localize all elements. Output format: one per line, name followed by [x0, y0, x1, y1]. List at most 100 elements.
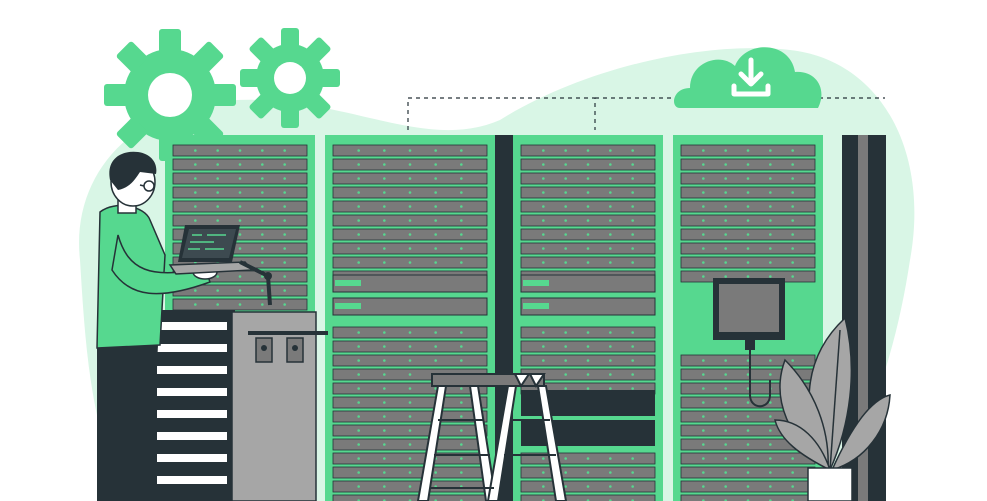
rack-led — [564, 345, 567, 348]
rack-led — [564, 485, 567, 488]
rack-led — [383, 331, 386, 334]
rack-led — [631, 205, 634, 208]
rack-led — [383, 163, 386, 166]
rack-led — [434, 331, 437, 334]
rack-led — [609, 387, 612, 390]
rack-led — [408, 429, 412, 432]
rack-led — [194, 205, 197, 208]
rack-led — [238, 177, 242, 180]
rack-led — [408, 401, 412, 404]
rack-led — [609, 345, 612, 348]
ladder — [416, 373, 568, 501]
rack-led — [238, 163, 242, 166]
rack-led — [746, 261, 750, 264]
rack-led — [357, 163, 360, 166]
rack-led — [609, 149, 612, 152]
rack-led — [261, 303, 264, 306]
rack-led — [609, 261, 612, 264]
rack-led — [383, 443, 386, 446]
rack-led — [746, 387, 750, 390]
rack-led — [769, 401, 772, 404]
rack-led — [383, 345, 386, 348]
rack-led — [564, 387, 567, 390]
rack-led — [769, 149, 772, 152]
rack-led — [791, 149, 794, 152]
rack-led — [746, 219, 750, 222]
rack-led — [542, 177, 545, 180]
rack-led — [791, 233, 794, 236]
rack-led — [609, 359, 612, 362]
rack-led — [746, 443, 750, 446]
rack-led — [261, 149, 264, 152]
rack-led — [194, 219, 197, 222]
rack-led — [564, 471, 567, 474]
rack-led — [357, 345, 360, 348]
rack-led — [631, 485, 634, 488]
cloud-download-icon — [674, 47, 822, 108]
rack-led — [769, 233, 772, 236]
rack-led — [724, 485, 727, 488]
rack-led — [631, 149, 634, 152]
rack-led — [238, 205, 242, 208]
rack-led — [631, 247, 634, 250]
rack-led — [283, 275, 286, 278]
rack-led — [564, 219, 567, 222]
rack-led — [357, 149, 360, 152]
rack-led — [283, 191, 286, 194]
rack-led — [586, 387, 590, 390]
rack-led — [586, 331, 590, 334]
rack-led — [791, 471, 794, 474]
rack-led — [261, 163, 264, 166]
rack-led — [357, 247, 360, 250]
rack-led — [746, 177, 750, 180]
rack-led — [383, 471, 386, 474]
rack-led — [383, 485, 386, 488]
rack-led — [724, 415, 727, 418]
rack-led — [769, 261, 772, 264]
gear-icon — [240, 28, 340, 128]
rack-led — [746, 457, 750, 460]
rack-led — [238, 247, 242, 250]
rack-led — [542, 233, 545, 236]
rack-led — [746, 471, 750, 474]
rack-led — [434, 205, 437, 208]
rack-led — [631, 373, 634, 376]
rack-led — [434, 359, 437, 362]
rack-led — [357, 359, 360, 362]
rack-led — [746, 485, 750, 488]
rack-led — [586, 471, 590, 474]
rack-led — [357, 191, 360, 194]
rack-led — [434, 177, 437, 180]
rack-led — [609, 373, 612, 376]
rack-led — [283, 261, 286, 264]
rack-led — [702, 359, 705, 362]
rack-led — [434, 219, 437, 222]
rack-units — [172, 144, 816, 501]
rack-led — [408, 261, 412, 264]
rack-led — [383, 359, 386, 362]
rack-led — [408, 359, 412, 362]
rack-led — [702, 471, 705, 474]
rack-led — [434, 471, 437, 474]
rack-led — [238, 233, 242, 236]
rack-led — [408, 373, 412, 376]
rack-led — [564, 233, 567, 236]
rack-led — [769, 373, 772, 376]
rack-led — [702, 401, 705, 404]
rack-led — [460, 415, 463, 418]
rack-led — [408, 177, 412, 180]
rack-led — [357, 331, 360, 334]
rack-led — [746, 205, 750, 208]
rack-led — [216, 275, 219, 278]
rack-led — [769, 485, 772, 488]
rack-led — [564, 247, 567, 250]
rack-led — [791, 275, 794, 278]
rack-led — [791, 261, 794, 264]
rack-led — [702, 149, 705, 152]
rack-led — [564, 373, 567, 376]
rack-led — [434, 191, 437, 194]
rack-led — [542, 219, 545, 222]
rack-led — [460, 429, 463, 432]
rack-led — [434, 387, 437, 390]
